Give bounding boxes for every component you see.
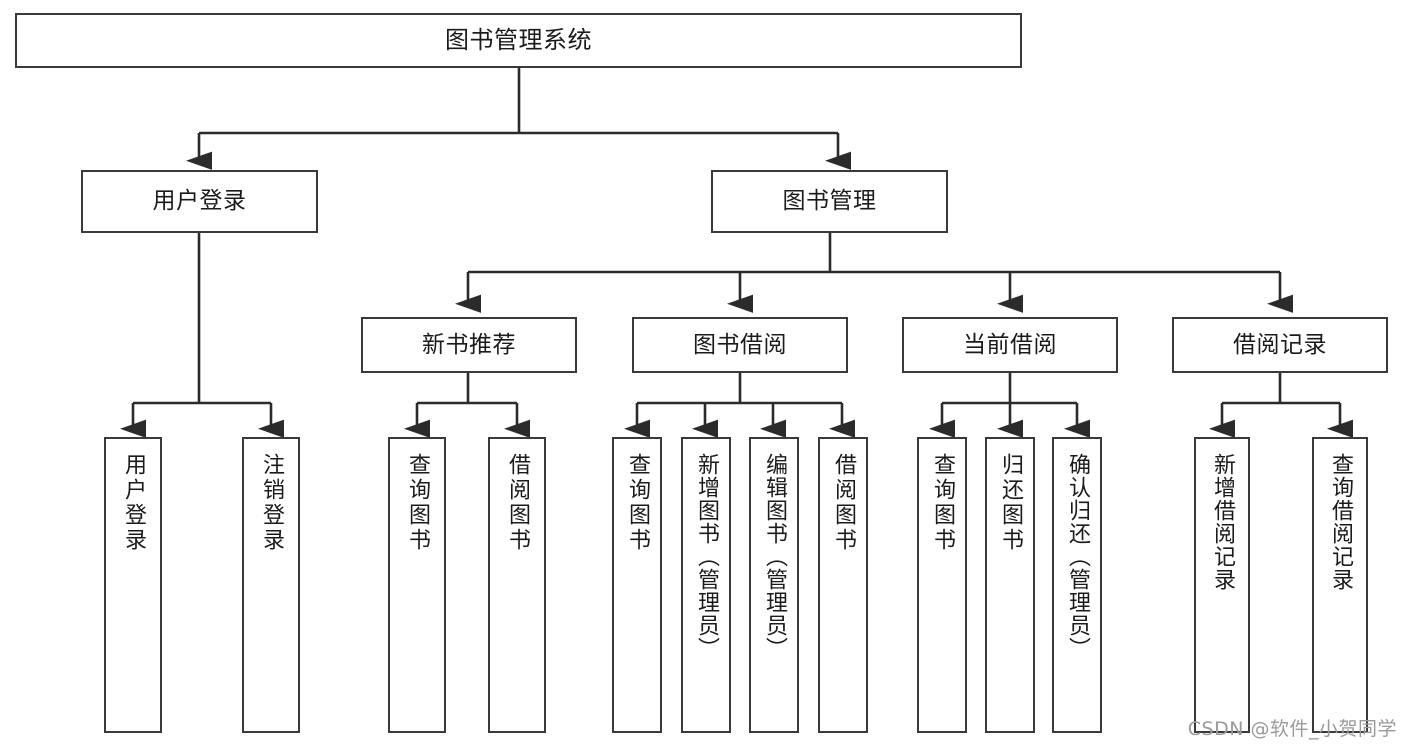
leaf-book-borrow-query[interactable]: 查询图书: [612, 437, 662, 733]
node-label: 新增借阅记录: [1210, 453, 1235, 591]
node-label: 归还图书: [998, 453, 1023, 553]
node-label: 查询图书: [625, 453, 650, 553]
leaf-new-book-borrow[interactable]: 借阅图书: [488, 437, 546, 733]
leaf-borrow-record-add[interactable]: 新增借阅记录: [1194, 437, 1250, 733]
node-label: 查询借阅记录: [1328, 453, 1353, 591]
node-label: 借阅记录: [1233, 331, 1327, 358]
leaf-current-borrow-confirm-return[interactable]: 确认归还（管理员）: [1052, 437, 1102, 733]
node-label: 用户登录: [152, 188, 247, 215]
node-label: 用户登录: [121, 453, 146, 553]
node-user-login[interactable]: 用户登录: [81, 170, 318, 233]
leaf-borrow-record-query[interactable]: 查询借阅记录: [1312, 437, 1368, 733]
node-new-book-recommend[interactable]: 新书推荐: [361, 317, 577, 373]
node-label: 借阅图书: [505, 453, 530, 553]
leaf-user-login-login[interactable]: 用户登录: [104, 437, 162, 733]
node-label: 新书推荐: [422, 331, 516, 358]
node-label: 图书管理系统: [445, 25, 592, 54]
node-label: 当前借阅: [963, 331, 1057, 358]
node-current-borrow[interactable]: 当前借阅: [902, 317, 1118, 373]
node-root-system[interactable]: 图书管理系统: [15, 13, 1022, 68]
node-label: 编辑图书（管理员）: [762, 453, 787, 660]
node-label: 查询图书: [930, 453, 955, 553]
leaf-book-borrow-add[interactable]: 新增图书（管理员）: [681, 437, 731, 733]
node-label: 新增图书（管理员）: [694, 453, 719, 660]
leaf-current-borrow-query[interactable]: 查询图书: [917, 437, 967, 733]
node-book-borrow[interactable]: 图书借阅: [632, 317, 848, 373]
leaf-user-login-logout[interactable]: 注销登录: [242, 437, 300, 733]
node-label: 图书借阅: [693, 331, 787, 358]
leaf-book-borrow-edit[interactable]: 编辑图书（管理员）: [749, 437, 799, 733]
node-label: 借阅图书: [831, 453, 856, 553]
leaf-new-book-query[interactable]: 查询图书: [388, 437, 446, 733]
node-label: 注销登录: [259, 453, 284, 553]
node-book-management[interactable]: 图书管理: [711, 170, 948, 233]
leaf-current-borrow-return[interactable]: 归还图书: [985, 437, 1035, 733]
node-label: 图书管理: [782, 188, 877, 215]
node-label: 查询图书: [405, 453, 430, 553]
watermark-credit: CSDN @软件_小贺同学: [1187, 718, 1397, 740]
node-borrow-record[interactable]: 借阅记录: [1172, 317, 1388, 373]
node-label: 确认归还（管理员）: [1065, 453, 1090, 660]
leaf-book-borrow-borrow[interactable]: 借阅图书: [818, 437, 868, 733]
